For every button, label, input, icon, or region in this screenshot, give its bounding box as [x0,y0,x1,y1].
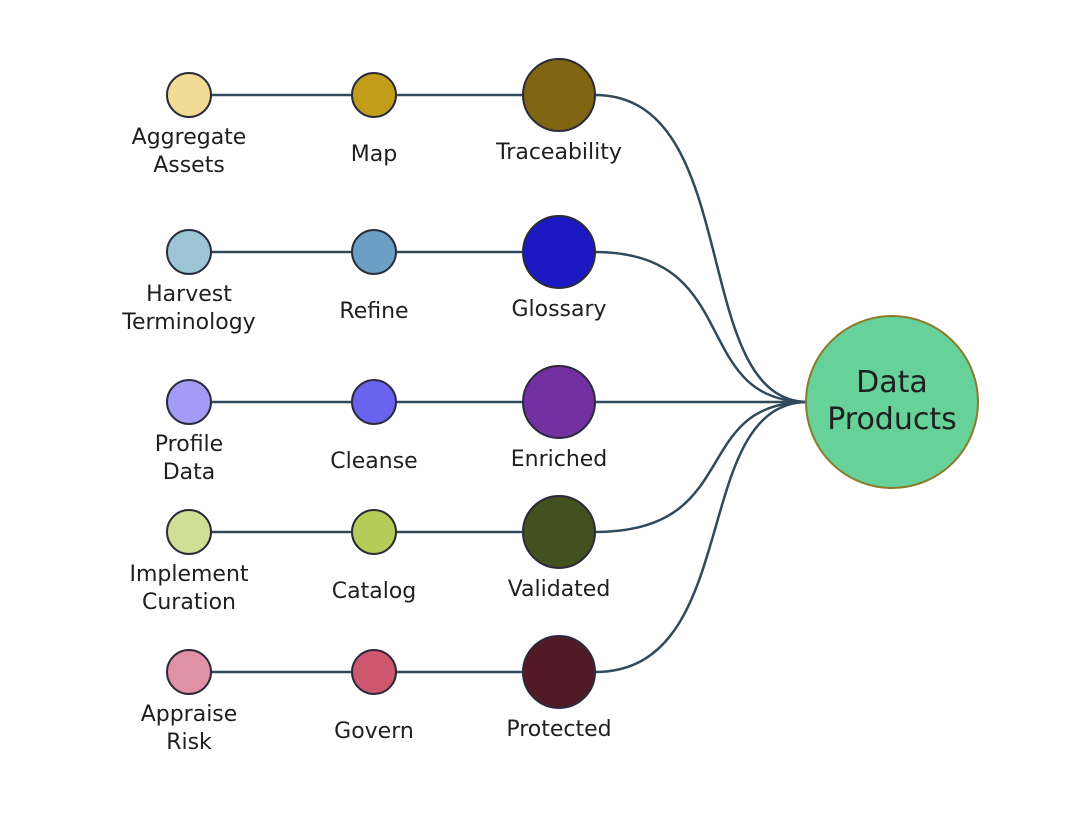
row-2-source-label-line: Terminology [121,310,255,335]
row-4-source-node [166,509,212,555]
node-layer [166,58,979,709]
row-1-middle-node [351,72,397,118]
row-5-outcome-node [522,635,596,709]
row-5-source-label-line: Appraise [141,702,238,727]
row-1-outcome-node [522,58,596,132]
row-2-outcome-node [522,215,596,289]
row-3-source-node [166,379,212,425]
row-3-source-label-line: Data [163,460,216,485]
row-3-outcome-node [522,365,596,439]
row-1-connector-outcome-hub [594,93,809,404]
row-1-source-label-line: Aggregate [132,125,247,150]
row-4-connector-outcome-hub [594,400,809,534]
row-1-middle-label: Map [351,142,397,167]
row-5-source-label-line: Risk [166,730,212,755]
row-5-outcome-label: Protected [506,717,611,742]
row-5-source-node [166,649,212,695]
row-5-connector-outcome-hub [594,400,809,674]
data-products-hub-node [805,315,979,489]
row-5-middle-label: Govern [334,719,414,744]
row-3-outcome-label: Enriched [511,447,608,472]
row-2-middle-label: Refine [339,299,408,324]
row-1-source-node [166,72,212,118]
row-2-middle-node [351,229,397,275]
row-5-middle-node [351,649,397,695]
row-4-middle-node [351,509,397,555]
row-1-outcome-label: Traceability [495,140,622,165]
data-products-hub-label-line: Products [827,402,957,437]
connector-layer [189,93,809,674]
row-4-middle-label: Catalog [332,579,417,604]
row-4-source-label-line: Implement [129,562,248,587]
row-3-middle-label: Cleanse [330,449,417,474]
row-2-connector-outcome-hub [594,250,809,404]
row-4-outcome-node [522,495,596,569]
row-2-source-label-line: Harvest [146,282,232,307]
row-4-outcome-label: Validated [508,577,611,602]
row-2-source-node [166,229,212,275]
row-1-source-label-line: Assets [153,153,225,178]
row-3-middle-node [351,379,397,425]
data-products-hub-label-line: Data [856,365,928,400]
row-3-source-label-line: Profile [155,432,223,457]
row-2-outcome-label: Glossary [511,297,606,322]
row-4-source-label-line: Curation [142,590,236,615]
